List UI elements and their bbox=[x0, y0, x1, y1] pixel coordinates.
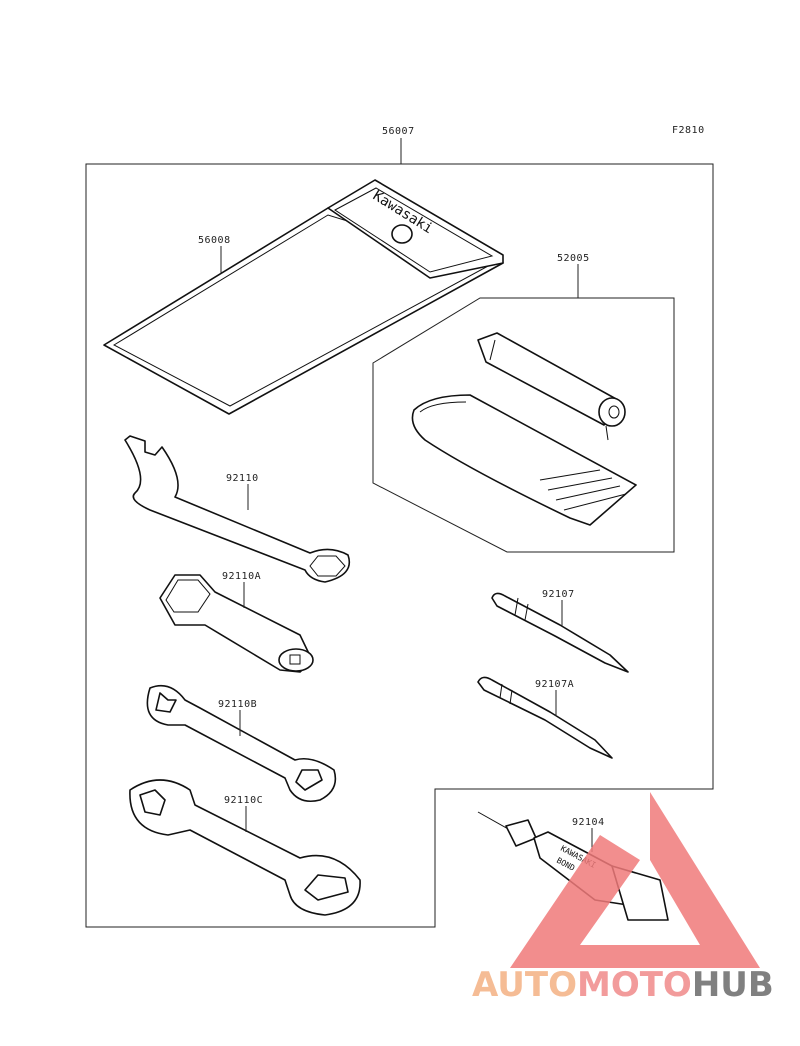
svg-text:AUTOMOTOHUB: AUTOMOTOHUB bbox=[472, 965, 774, 1005]
pump-set-outline bbox=[372, 297, 675, 553]
socket-wrench bbox=[159, 574, 314, 673]
callout-92110C: 92110C bbox=[224, 795, 263, 806]
figure-code: F2810 bbox=[672, 125, 705, 136]
large-wrench bbox=[129, 779, 361, 916]
kit-outline bbox=[85, 163, 714, 928]
callout-92104: 92104 bbox=[572, 817, 605, 828]
watermark-triangle-icon bbox=[510, 792, 760, 968]
watermark-moto: MOTO bbox=[577, 965, 692, 1005]
air-pump bbox=[477, 332, 626, 441]
hook-wrench bbox=[124, 435, 350, 583]
pump-pouch bbox=[411, 394, 637, 526]
screwdriver-alt bbox=[477, 676, 613, 759]
callout-56008: 56008 bbox=[198, 235, 231, 246]
callout-56007: 56007 bbox=[382, 126, 415, 137]
callout-92110A: 92110A bbox=[222, 571, 261, 582]
tool-bag: Kawasaki bbox=[103, 179, 504, 415]
callout-92107A: 92107A bbox=[535, 679, 574, 690]
callout-52005: 52005 bbox=[557, 253, 590, 264]
watermark-logo: AUTOMOTOHUB bbox=[472, 792, 774, 1005]
watermark-hub: HUB bbox=[692, 965, 774, 1005]
callout-92107: 92107 bbox=[542, 589, 575, 600]
screwdriver bbox=[491, 592, 629, 673]
callout-92110B: 92110B bbox=[218, 699, 257, 710]
watermark-auto: AUTO bbox=[472, 965, 577, 1005]
callout-92110: 92110 bbox=[226, 473, 259, 484]
small-wrench bbox=[146, 684, 337, 803]
